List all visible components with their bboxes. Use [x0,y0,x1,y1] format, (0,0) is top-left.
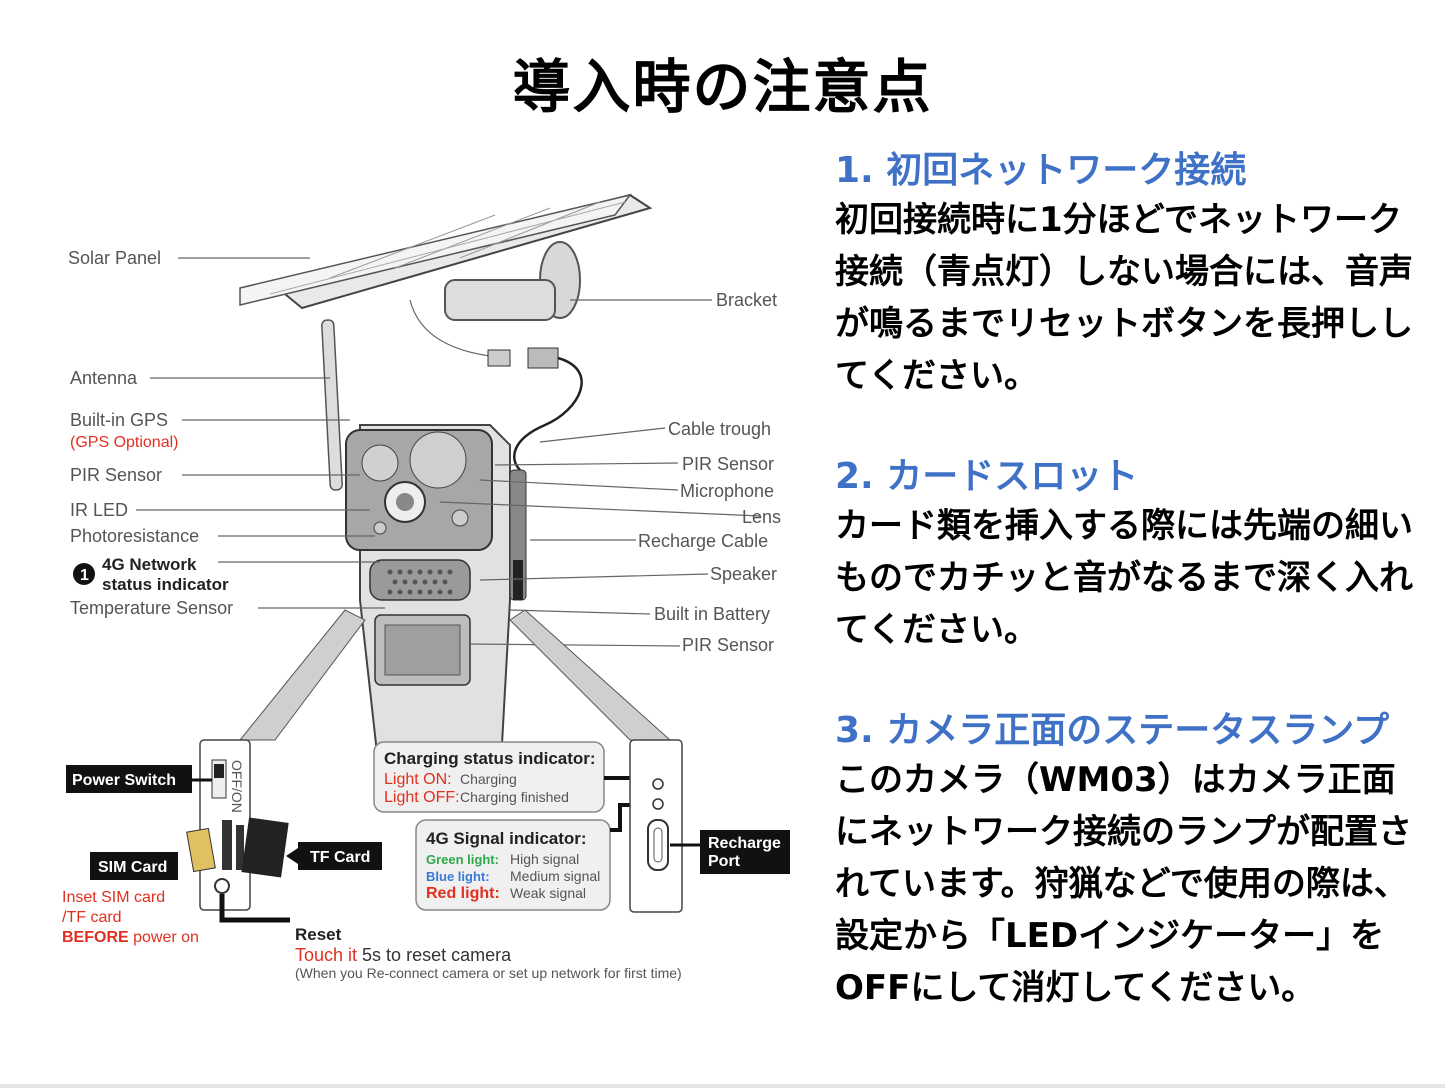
signal-title: 4G Signal indicator: [426,829,587,848]
recharge-port-label-1: Recharge [708,835,781,852]
callout-wedge-right [509,609,672,741]
touch-it-line: Touch it 5s to reset camera [295,945,512,965]
signal-blue-text: Medium signal [510,868,600,884]
network-number-badge [73,563,95,585]
page-title: 導入時の注意点 [512,53,933,121]
label-lens: Lens [742,507,781,527]
off-on-text: OFF/ON [229,760,245,813]
sim-slot [222,820,232,870]
inset-power-on: power on [129,929,199,946]
tf-card-label: TF Card [310,849,370,866]
power-switch-tag [66,765,192,793]
label-photoresistance: Photoresistance [70,526,199,546]
signal-green-text: High signal [510,851,579,867]
inset-before: BEFORE [62,929,129,946]
label-solar-panel: Solar Panel [68,248,161,268]
section-status-lamp: 3. カメラ正面のステータスランプ このカメラ（WM03）はカメラ正面にネットワ… [835,708,1425,1014]
reset-label: Reset [295,925,342,944]
inset-line-1: Inset SIM card [62,889,165,906]
section-body: このカメラ（WM03）はカメラ正面にネットワーク接続のランプが配置されています。… [835,760,1412,1008]
label-built-in-gps: Built-in GPS [70,410,168,430]
camera-diagram-svg: Solar Panel Antenna Built-in GPS (GPS Op… [62,193,790,981]
callout-wedge-left [238,609,366,741]
charging-on-label: Light ON: [384,771,452,788]
label-gps-optional: (GPS Optional) [70,434,178,451]
charging-title: Charging status indicator: [384,749,596,768]
sim-card-label: SIM Card [98,859,167,876]
bracket-drawing [444,241,581,321]
tf-card-tag [298,842,382,870]
network-number: 1 [80,567,89,584]
label-built-in-battery: Built in Battery [654,604,770,624]
label-bracket: Bracket [716,290,777,310]
label-pir-sensor-right-1: PIR Sensor [682,454,774,474]
section-heading: 1. 初回ネットワーク接続 [835,150,1247,191]
label-ir-led: IR LED [70,500,128,520]
charging-on-text: Charging [460,771,517,787]
label-temperature-sensor: Temperature Sensor [70,598,233,618]
charging-off-text: Charging finished [460,789,569,805]
signal-red-label: Red light: [426,885,500,902]
recharge-port-label-2: Port [708,853,741,870]
sim-card-tag [90,852,178,880]
section-body: 初回接続時に1分ほどでネットワーク接続（青点灯）しない場合には、音声が鳴るまでリ… [835,200,1413,396]
section-card-slot: 2. カードスロット カード類を挿入する際には先端の細いものでカチッと音がなるま… [835,454,1425,656]
antenna-drawing [321,319,343,491]
label-pir-sensor-right-2: PIR Sensor [682,635,774,655]
reconnect-note: (When you Re-connect camera or set up ne… [295,965,682,981]
tf-card [241,817,289,878]
label-cable-trough: Cable trough [668,419,771,439]
sim-card-slot[interactable] [186,827,216,873]
recharge-port-tag [700,830,790,874]
label-antenna: Antenna [70,368,138,388]
camera-diagram: Solar Panel Antenna Built-in GPS (GPS Op… [40,180,800,1000]
signal-red-text: Weak signal [510,885,586,901]
solar-panel-drawing [239,193,653,310]
section-body: カード類を挿入する際には先端の細いものでカチッと音がなるまで深く入れてください。 [835,506,1413,650]
section-heading: 3. カメラ正面のステータスランプ [835,710,1390,751]
section-heading: 2. カードスロット [835,456,1139,497]
label-4g-network: 4G Network [102,555,197,574]
label-pir-sensor-left: PIR Sensor [70,465,162,485]
reset-button[interactable] [214,878,230,894]
inset-line-3: BEFORE power on [62,929,199,946]
signal-indicator-box [415,819,611,911]
label-speaker: Speaker [710,564,777,584]
charging-led [652,778,664,790]
label-recharge-cable: Recharge Cable [638,531,768,551]
label-microphone: Microphone [680,481,774,501]
signal-blue-label: Blue light: [426,869,490,884]
charging-off-label: Light OFF: [384,789,460,806]
touch-it: Touch it [295,945,357,965]
camera-body-drawing [345,424,527,781]
bottom-rule [0,1084,1445,1088]
tf-slot [236,825,244,870]
notes-panel: 1. 初回ネットワーク接続 初回接続時に1分ほどでネットワーク接続（青点灯）しな… [835,148,1425,1066]
touch-rest: 5s to reset camera [357,945,512,965]
label-status-indicator: status indicator [102,575,229,594]
signal-led [652,798,664,810]
signal-green-label: Green light: [426,852,499,867]
inset-line-2: /TF card [62,909,122,926]
section-network: 1. 初回ネットワーク接続 初回接続時に1分ほどでネットワーク接続（青点灯）しな… [835,148,1425,402]
power-switch-label: Power Switch [72,772,176,789]
